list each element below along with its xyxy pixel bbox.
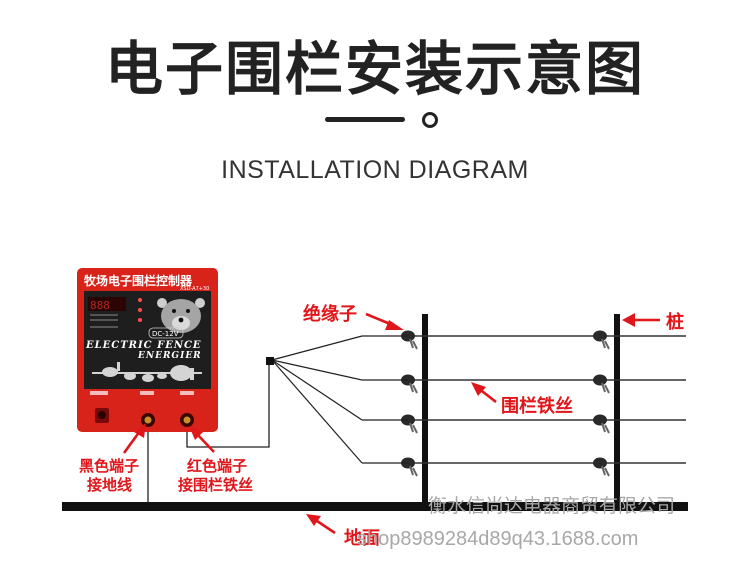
energizer-device: 牧场电子围栏控制器 XSD-A7+30 888 DC-12V ELECTRIC …: [77, 268, 218, 432]
watermark-shop: shop8989284d89q43.1688.com: [357, 528, 639, 550]
device-name-en-1: ELECTRIC FENCE: [85, 340, 202, 351]
label-red-terminal-2: 接围栏铁丝: [178, 476, 254, 494]
label-red-terminal-1: 红色端子: [187, 457, 248, 475]
ground-line: [62, 502, 688, 511]
page-title: 电子围栏安装示意图: [104, 35, 645, 103]
watermark-company: 衡水信尚达电器商贸有限公司: [428, 495, 676, 517]
fence-post-left: [422, 314, 428, 502]
device-name-en-2: ENERGIER: [137, 351, 202, 361]
label-ground: 地面: [344, 528, 380, 549]
label-fence-wire: 围栏铁丝: [501, 396, 573, 417]
svg-text:888: 888: [90, 299, 110, 312]
page-subtitle: INSTALLATION DIAGRAM: [221, 156, 529, 184]
junction-node: [266, 357, 274, 365]
fence-wires: [408, 335, 686, 464]
callout-arrows: [122, 312, 660, 535]
red-terminal-wire: [186, 360, 270, 448]
device-model: XSD-A7+30: [180, 286, 209, 292]
title-decoration: [325, 112, 438, 128]
label-black-terminal-1: 黑色端子: [79, 457, 140, 475]
label-insulator: 绝缘子: [303, 304, 357, 325]
bear-logo: [157, 298, 205, 333]
label-black-terminal-2: 接地线: [87, 476, 133, 494]
device-name-cn: 牧场电子围栏控制器: [84, 273, 193, 288]
device-voltage: DC-12V: [152, 330, 179, 338]
insulators: [401, 330, 610, 477]
device-terminals: [95, 408, 194, 427]
label-post: 桩: [666, 312, 684, 333]
animal-silhouettes: [92, 362, 202, 382]
fence-post-right: [614, 314, 620, 502]
distribution-wires: [271, 335, 408, 464]
